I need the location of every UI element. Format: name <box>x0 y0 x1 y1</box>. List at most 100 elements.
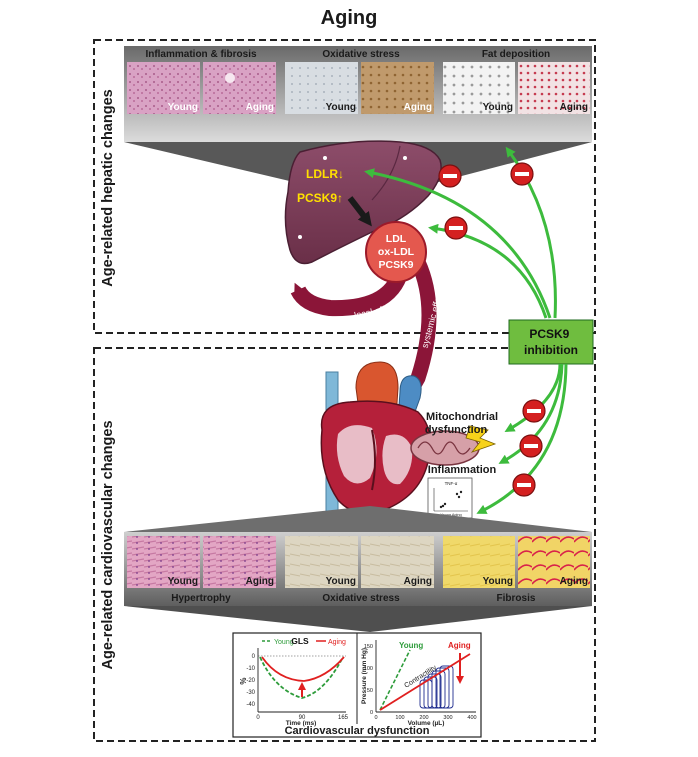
micrograph-fat-aging <box>518 62 590 114</box>
gls-ytick: -20 <box>246 678 255 684</box>
pv-young-espvr <box>379 649 411 711</box>
gls-young-curve <box>259 656 344 699</box>
pv-xtick: 100 <box>395 715 404 721</box>
pv-chart: 0 50 100 150 0 100 200 300 400 Volume (µ… <box>361 640 477 727</box>
green-arrow-to-inflammation <box>498 363 564 464</box>
micrograph-fibrosis-young <box>443 536 515 588</box>
heart-illustration <box>320 361 432 521</box>
label-aging-c2: Aging <box>404 576 432 587</box>
pv-ytick: 150 <box>364 644 373 650</box>
micrograph-oxidative-aging <box>361 62 434 114</box>
cardio-top-wedge <box>124 506 592 532</box>
inhibition-symbol <box>510 162 534 186</box>
label-young-h3: Young <box>483 102 513 113</box>
green-arrow-to-cardio-wedge <box>476 363 568 514</box>
vessel-lumen <box>225 73 235 83</box>
label-aging-c1: Aging <box>246 576 274 587</box>
label-young-c3: Young <box>483 576 513 587</box>
inhibition-symbol <box>444 216 468 240</box>
tnf-point <box>457 495 461 499</box>
label-aging-h2: Aging <box>404 102 432 113</box>
label-aging-h3: Aging <box>560 102 588 113</box>
gls-ytick: -30 <box>246 690 255 696</box>
pv-ytick: 100 <box>364 666 373 672</box>
hepatic-box <box>93 39 596 334</box>
cardio-side-label: Age-related cardiovascular changes <box>100 420 116 669</box>
hepatic-panel-title-2: Oxidative stress <box>322 49 400 60</box>
micrograph-inflammation-young <box>127 62 200 114</box>
micrograph-hypertrophy-aging <box>203 536 276 588</box>
label-young-c2: Young <box>326 576 356 587</box>
pv-xtick: 0 <box>374 715 377 721</box>
inflammation-label: Inflammation <box>428 464 497 476</box>
gls-xtick: 165 <box>338 715 349 721</box>
cardio-panel-title-1: Hypertrophy <box>171 593 231 604</box>
gls-title: GLS <box>291 636 309 646</box>
label-young-c1: Young <box>168 576 198 587</box>
tnf-inset <box>427 477 473 519</box>
pv-aging-espvr <box>379 653 471 711</box>
mito-label-line2: dysfunction <box>425 424 488 436</box>
gls-aging-curve <box>261 656 345 682</box>
liver-secretion-arrow <box>347 196 372 227</box>
inhibition-symbol <box>438 164 462 188</box>
label-young-h1: Young <box>168 102 198 113</box>
tnf-inset-title: TNF-α <box>445 481 458 486</box>
tnf-point <box>455 492 459 496</box>
pcsk9-liver-label: PCSK9↑ <box>297 191 343 205</box>
liver-highlight <box>323 156 327 160</box>
label-young-h2: Young <box>326 102 356 113</box>
micrograph-fat-young <box>443 62 515 114</box>
cardio-panel-title-3: Fibrosis <box>497 593 536 604</box>
pcsk9-inhibition-box <box>508 319 594 365</box>
lightning-icon <box>465 425 497 453</box>
pv-ytick: 50 <box>367 688 373 694</box>
ldl-pcsk9-circle <box>365 221 427 283</box>
gls-ytick: -40 <box>246 702 255 708</box>
hepatic-panel-title-3: Fat deposition <box>482 49 550 60</box>
micrograph-inflammation-aging <box>203 62 276 114</box>
mito-label-line1: Mitochondrial <box>426 411 498 423</box>
inhibition-symbol <box>512 473 536 497</box>
tnf-point <box>459 490 463 494</box>
tnf-inset-xlabel: Young Aging <box>440 513 461 517</box>
gls-ytick: 0 <box>252 654 256 660</box>
mitochondrion-illustration <box>410 430 480 466</box>
pv-young-label: Young <box>399 641 423 650</box>
green-arrow-to-ldlr <box>364 168 552 319</box>
circle-ldl: LDL <box>386 233 407 245</box>
gls-chart: 0 -10 -20 -30 -40 0 90 165 Time (ms) % Y… <box>239 636 349 727</box>
gls-xlabel: Time (ms) <box>286 720 317 727</box>
micrograph-hypertrophy-young <box>127 536 200 588</box>
liver-lobe-line <box>371 145 401 201</box>
cardio-panel-title-2: Oxidative stress <box>322 593 400 604</box>
micrograph-fibrosis-aging <box>518 536 590 588</box>
liver-highlight <box>403 156 407 160</box>
pv-xtick: 400 <box>467 715 476 721</box>
pv-loop <box>439 665 454 709</box>
pv-ytick: 0 <box>370 710 373 716</box>
pv-xtick: 200 <box>419 715 428 721</box>
cardio-bottom-caption: Cardiovascular dysfunction <box>285 725 430 737</box>
liver-highlight <box>298 235 302 239</box>
gls-ylabel: % <box>239 677 248 684</box>
micrograph-oxidative-young <box>285 62 358 114</box>
tnf-point <box>443 502 447 506</box>
micrograph-oxidative-aging-cv <box>361 536 434 588</box>
gls-xtick: 0 <box>256 715 260 721</box>
gls-xtick: 90 <box>299 715 306 721</box>
hepatic-side-label: Age-related hepatic changes <box>100 89 116 286</box>
ldlr-label: LDLR↓ <box>306 167 344 181</box>
pv-aging-label: Aging <box>448 641 471 650</box>
circle-pcsk9: PCSK9 <box>378 259 413 271</box>
pv-xtick: 300 <box>443 715 452 721</box>
tnf-point <box>439 505 443 509</box>
pv-xlabel: Volume (µL) <box>408 720 445 727</box>
cardio-bottom-wedge <box>124 606 592 632</box>
inhibition-symbol <box>519 434 543 458</box>
pcsk9-inhibition-label: PCSK9 inhibition <box>524 327 578 357</box>
gls-legend-young: Young <box>274 639 294 646</box>
systemic-effect-arrow <box>403 258 437 399</box>
local-effect-arrow <box>290 263 410 317</box>
